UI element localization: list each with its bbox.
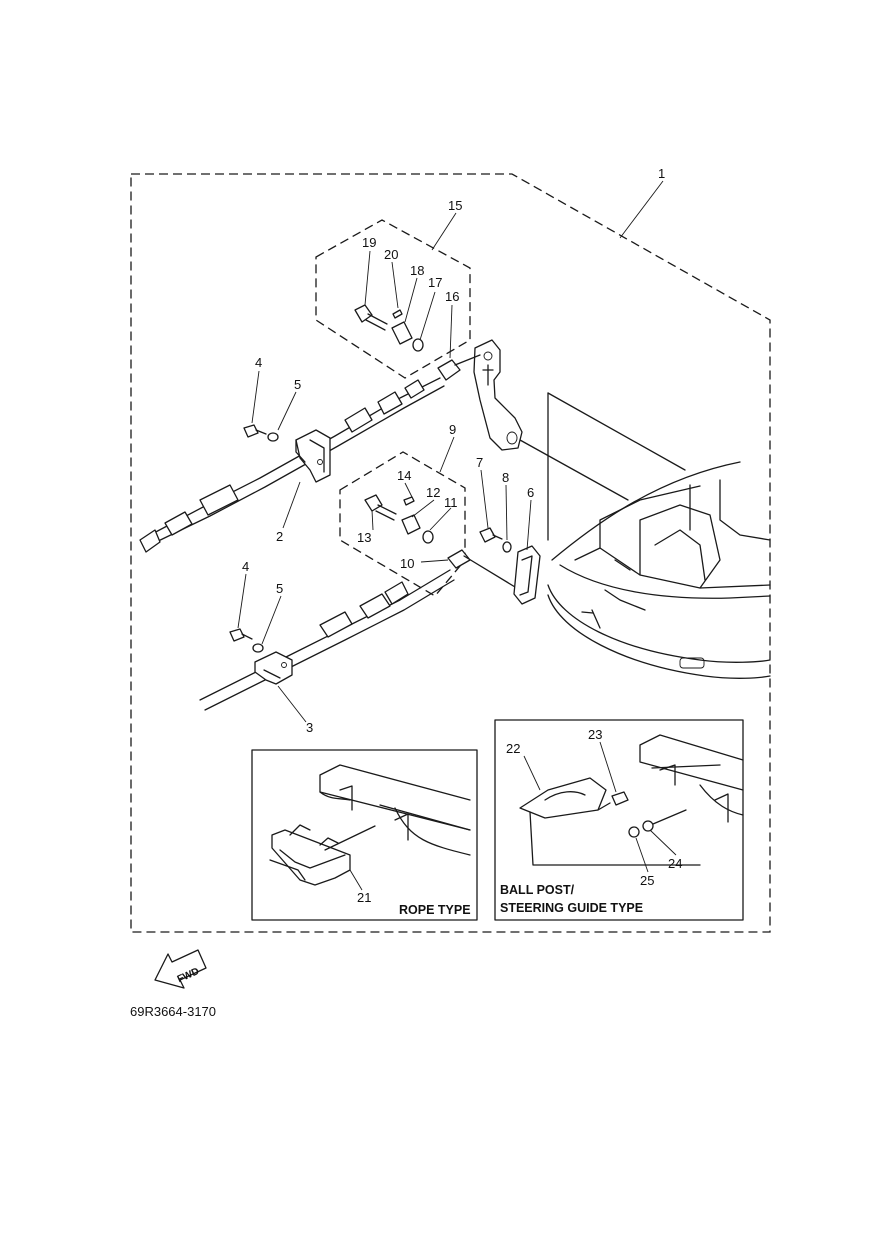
ball-post-label-line1: BALL POST/ — [500, 883, 575, 897]
callout-13: 13 — [357, 530, 371, 545]
callout-15: 15 — [448, 198, 462, 213]
callout-19: 19 — [362, 235, 376, 250]
callout-22: 22 — [506, 741, 520, 756]
callout-23: 23 — [588, 727, 602, 742]
callout-11: 11 — [444, 495, 458, 510]
callout-1: 1 — [658, 166, 665, 181]
washer-5-lower — [252, 643, 264, 653]
group-15-parts — [354, 304, 424, 352]
bolt-4-upper — [243, 424, 267, 438]
fwd-arrow-icon: FWD — [154, 949, 207, 989]
upper-bracket — [473, 339, 629, 501]
bolt-7 — [479, 527, 503, 543]
callout-4-upper: 4 — [255, 355, 262, 370]
lever-6 — [513, 545, 541, 605]
washer-5-upper — [267, 432, 279, 442]
callout-5-upper: 5 — [294, 377, 301, 392]
callout-10: 10 — [400, 556, 414, 571]
ball-post-label-line2: STEERING GUIDE TYPE — [500, 901, 643, 915]
drawing-code: 69R3664-3170 — [130, 1004, 216, 1019]
lower-throttle-cable — [199, 549, 521, 711]
leader-lines — [237, 180, 677, 891]
callout-7: 7 — [476, 455, 483, 470]
assembly-boundary — [130, 173, 771, 933]
callout-24: 24 — [668, 856, 682, 871]
callout-5-lower: 5 — [276, 581, 283, 596]
callout-16: 16 — [445, 289, 459, 304]
cable-clamp-3 — [254, 651, 293, 685]
rope-type-inset — [251, 749, 478, 921]
group-9-parts — [364, 494, 434, 544]
bolt-4-lower — [229, 628, 253, 642]
cable-clamp-2 — [295, 429, 331, 483]
callout-9: 9 — [449, 422, 456, 437]
callout-3: 3 — [306, 720, 313, 735]
callout-25: 25 — [640, 873, 654, 888]
rope-type-label: ROPE TYPE — [399, 903, 471, 917]
callout-17: 17 — [428, 275, 442, 290]
callout-12: 12 — [426, 485, 440, 500]
callout-18: 18 — [410, 263, 424, 278]
callout-2: 2 — [276, 529, 283, 544]
washer-8 — [502, 541, 512, 553]
callout-6: 6 — [527, 485, 534, 500]
upper-shift-cable — [139, 354, 481, 553]
bottom-cowling-illustration — [547, 392, 771, 679]
callout-20: 20 — [384, 247, 398, 262]
callout-4-lower: 4 — [242, 559, 249, 574]
callout-numbers: 1 2 3 4 5 6 7 8 9 10 11 12 13 14 15 16 1… — [242, 166, 682, 905]
group-15-boundary — [315, 219, 471, 379]
callout-8: 8 — [502, 470, 509, 485]
callout-21: 21 — [357, 890, 371, 905]
callout-14: 14 — [397, 468, 411, 483]
ball-post-inset — [494, 719, 744, 921]
